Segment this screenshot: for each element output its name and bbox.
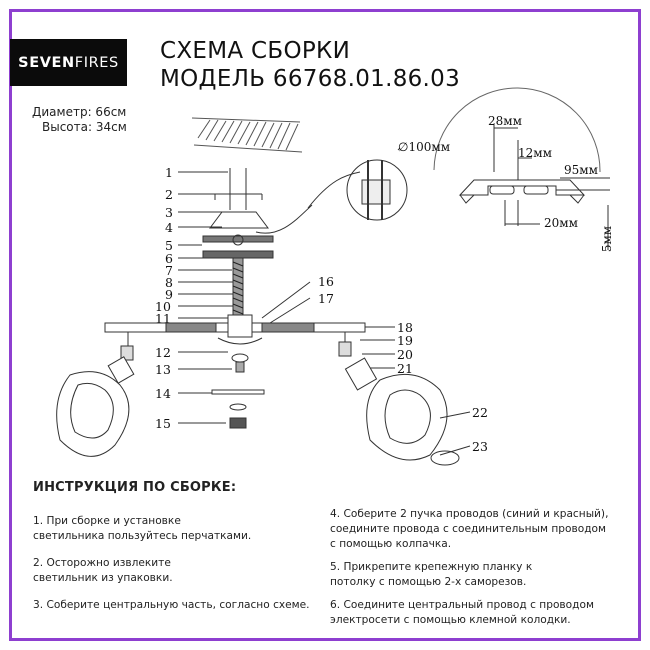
title-line-2: МОДЕЛЬ 66768.01.86.03 [160,66,461,92]
part-number: 11 [155,311,171,326]
spec-diameter: Диаметр: 66см [32,105,127,119]
instruction-step: 4. Соберите 2 пучка проводов (синий и кр… [330,508,609,550]
part-number: 1 [165,165,173,180]
part-number: 6 [165,251,173,266]
part-number: 4 [165,220,173,235]
dimension-12: 12мм [518,146,552,160]
instruction-step: 5. Прикрепите крепежную планку к потолку… [330,561,533,588]
part-number: 7 [165,263,173,278]
part-number: 16 [318,274,334,289]
part-number: 22 [472,405,488,420]
title-line-1: СХЕМА СБОРКИ [160,38,351,64]
spec-height: Высота: 34см [42,120,127,134]
part-number: 10 [155,299,171,314]
part-number: 18 [397,320,413,335]
dimension-20: 20мм [544,216,578,230]
page-frame [9,9,641,641]
part-number: 12 [155,345,171,360]
part-number: 17 [318,291,334,306]
dimension-95: 95мм [564,163,598,177]
part-number: 20 [397,347,413,362]
part-number: 3 [165,205,173,220]
part-number: 13 [155,362,171,377]
instruction-step: 2. Осторожно извлеките светильник из упа… [33,557,173,584]
instruction-step: 1. При сборке и установке светильника по… [33,515,252,542]
part-number: 9 [165,287,173,302]
instruction-step: 6. Соедините центральный провод с провод… [330,599,594,626]
dimension-28: 28мм [488,114,522,128]
part-number: 19 [397,333,413,348]
part-number: 14 [155,386,171,401]
dimension-5: 5мм [600,225,615,253]
part-number: 5 [165,238,173,253]
screws-hatch [191,117,303,153]
part-number: 8 [165,275,173,290]
part-number: 23 [472,439,488,454]
dimension-diameter: ∅100мм [398,140,451,154]
part-number: 2 [165,187,173,202]
part-number: 15 [155,416,171,431]
instruction-step: 3. Соберите центральную часть, согласно … [33,599,310,611]
part-number: 21 [397,361,413,376]
instructions-heading: ИНСТРУКЦИЯ ПО СБОРКЕ: [33,480,237,495]
